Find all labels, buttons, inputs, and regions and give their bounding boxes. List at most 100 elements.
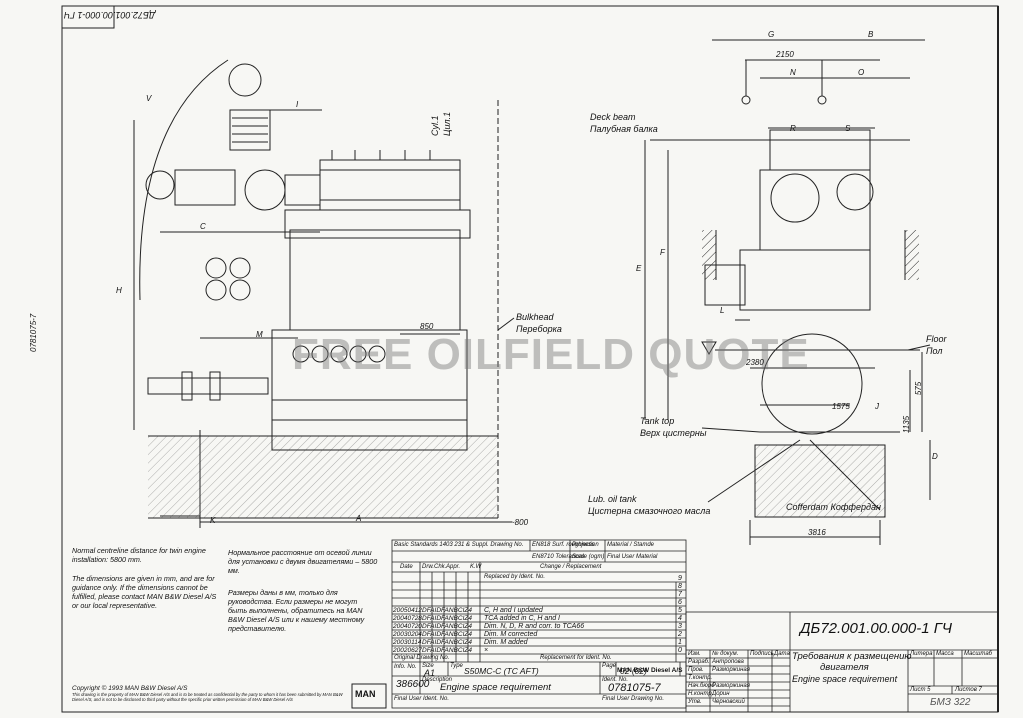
ru-role: Нач.бюро <box>688 683 715 689</box>
dim-G: G <box>768 30 775 39</box>
side-view <box>133 59 515 528</box>
ru-role: Разраб. <box>688 659 710 665</box>
tb-col-replaced: Replaced by Ident. No. <box>484 574 546 580</box>
note-ru-1: Нормальное расстояние от осевой линии дл… <box>228 548 378 575</box>
deck-beam-label: Deck beam <box>590 112 636 122</box>
rev-no-empty: 7 <box>678 591 682 598</box>
legal-text: This drawing is the property of MAN B&W … <box>72 692 343 702</box>
tb-description: Engine space requirement <box>440 682 551 693</box>
cyl-label-ru: Цил.1 <box>442 111 452 136</box>
dim-K: K <box>210 516 216 525</box>
dim-D: D <box>932 452 938 461</box>
rev-date: 20050412 <box>393 607 422 614</box>
rev-text: Dim. M corrected <box>484 631 538 638</box>
ru-col-date: Дата <box>774 651 790 657</box>
note-en-1: Normal centreline distance for twin engi… <box>72 546 206 564</box>
lub-oil-label-ru: Цистерна смазочного масла <box>588 506 711 516</box>
tank-top-label-ru: Верх цистерны <box>640 428 707 438</box>
tb-page: 02 (02) <box>620 666 647 676</box>
rev-no: 1 <box>678 639 682 646</box>
dim-I: I <box>296 100 299 109</box>
tb-info-no: 386600 <box>396 679 430 690</box>
tb-ident: 0781075-7 <box>608 682 661 694</box>
bulkhead-label: Bulkhead <box>516 312 554 322</box>
lub-oil-label: Lub. oil tank <box>588 494 637 504</box>
ru-name: Черновский <box>712 699 745 705</box>
tb-col-kw: K.W <box>470 564 482 570</box>
tb-final-mat: Final User Material <box>607 554 658 560</box>
dim-A: A <box>356 514 362 523</box>
ru-col-litera: Литера <box>910 651 933 657</box>
dim-O: O <box>858 68 865 77</box>
dim-800: ~800 <box>510 518 529 527</box>
dim-E: E <box>636 264 642 273</box>
tb-final-user-drw: Final User Drawing No. <box>602 696 665 702</box>
dim-M: M <box>256 330 263 339</box>
dim-850: 850 <box>420 322 434 331</box>
ru-title-3: Engine space requirement <box>792 674 898 684</box>
dim-N: N <box>790 68 796 77</box>
rev-date: 20020627 <box>393 647 422 654</box>
dim-J: J <box>875 402 879 411</box>
dim-1135: 1135 <box>902 415 912 434</box>
tb-size: A1 <box>424 668 436 678</box>
tb-std-header: Basic Standards 1403 231 & Suppl. Drawin… <box>394 542 524 548</box>
tb-replacement-label: Replacement for Ident. No. <box>540 655 612 661</box>
tb-scale: Scale (ogm) <box>572 554 605 560</box>
dim-575: 575 <box>914 381 924 396</box>
tb-material: Material / Stamde <box>607 542 655 548</box>
dim-1575: 1575 <box>832 402 850 411</box>
man-logo-frame <box>351 683 387 709</box>
rev-no: 2 <box>678 631 682 638</box>
rev-no-empty: 6 <box>678 599 682 606</box>
bulkhead-label-ru: Переборка <box>516 324 562 334</box>
ru-code: ДБ72.001.00.000-1 ГЧ <box>800 620 953 637</box>
ru-name: Антропова <box>712 659 744 665</box>
tb-info-no-label: Info. No. <box>394 664 417 670</box>
ru-role: Пров. <box>688 667 704 673</box>
ru-sheet: Лист 5 <box>910 687 931 693</box>
ru-name: Дорин <box>712 691 730 697</box>
rev-code: DFAIDFANBCIZ4 <box>422 647 472 654</box>
tb-en-surf: EN818 Surf. roughness <box>532 542 595 548</box>
tb-tolerances: EN8710 Tolerances <box>532 554 585 560</box>
dim-C: C <box>200 222 206 231</box>
tb-company: MAN B&W Diesel A/S <box>617 667 683 674</box>
deck-beam-label-ru: Палубная балка <box>590 124 658 134</box>
corner-code: ДБ72.001.00.000-1 ГЧ <box>64 10 156 20</box>
rev-no-empty: 9 <box>678 575 682 582</box>
note-en-2: The dimensions are given in mm, and are … <box>72 574 217 610</box>
rev-no: 3 <box>678 623 682 630</box>
rev-code: DFAIDFANBCIZ4 <box>422 607 472 614</box>
rev-code: DFAIDFANBCIZ4 <box>422 615 472 622</box>
rev-text: Dim. M added <box>484 639 528 646</box>
floor-label: Floor <box>926 334 947 344</box>
tb-original-drw: Original Drawing No. <box>394 655 450 661</box>
tb-size-label: Size <box>422 663 434 669</box>
tb-col-appr: Appr. <box>446 564 461 570</box>
rev-text: × <box>484 647 489 654</box>
ru-name: № докум. <box>712 651 739 657</box>
tb-ident-label: Ident. No. <box>602 677 629 683</box>
dim-R: R <box>790 124 796 133</box>
tb-col-date: Date <box>400 564 413 570</box>
ru-name: Разморжиная <box>712 683 750 689</box>
rev-text: C, H and I updated <box>484 607 543 614</box>
tb-description-label: Description <box>422 677 453 683</box>
ru-role: Т.контр. <box>688 675 713 681</box>
ru-role: Утв. <box>688 699 702 705</box>
dim-H: H <box>116 286 122 295</box>
ru-col-mass: Масса <box>936 651 954 657</box>
rev-date: 20030114 <box>393 639 422 646</box>
ru-stamp: БМЗ 322 <box>930 697 971 708</box>
tb-type: S50MC-C (TC AFT) <box>464 666 539 676</box>
copyright: Copyright © 1993 MAN B&W Diesel A/S <box>72 685 188 692</box>
ru-title-block-frame <box>685 611 999 713</box>
tb-col-change: Change / Replacement <box>540 564 602 570</box>
note-ru-2: Размеры даны в мм, только для руководств… <box>228 588 365 633</box>
ru-title-2: двигателя <box>820 662 869 673</box>
dim-3816: 3816 <box>808 528 826 537</box>
rev-date: 20040728 <box>393 615 422 622</box>
